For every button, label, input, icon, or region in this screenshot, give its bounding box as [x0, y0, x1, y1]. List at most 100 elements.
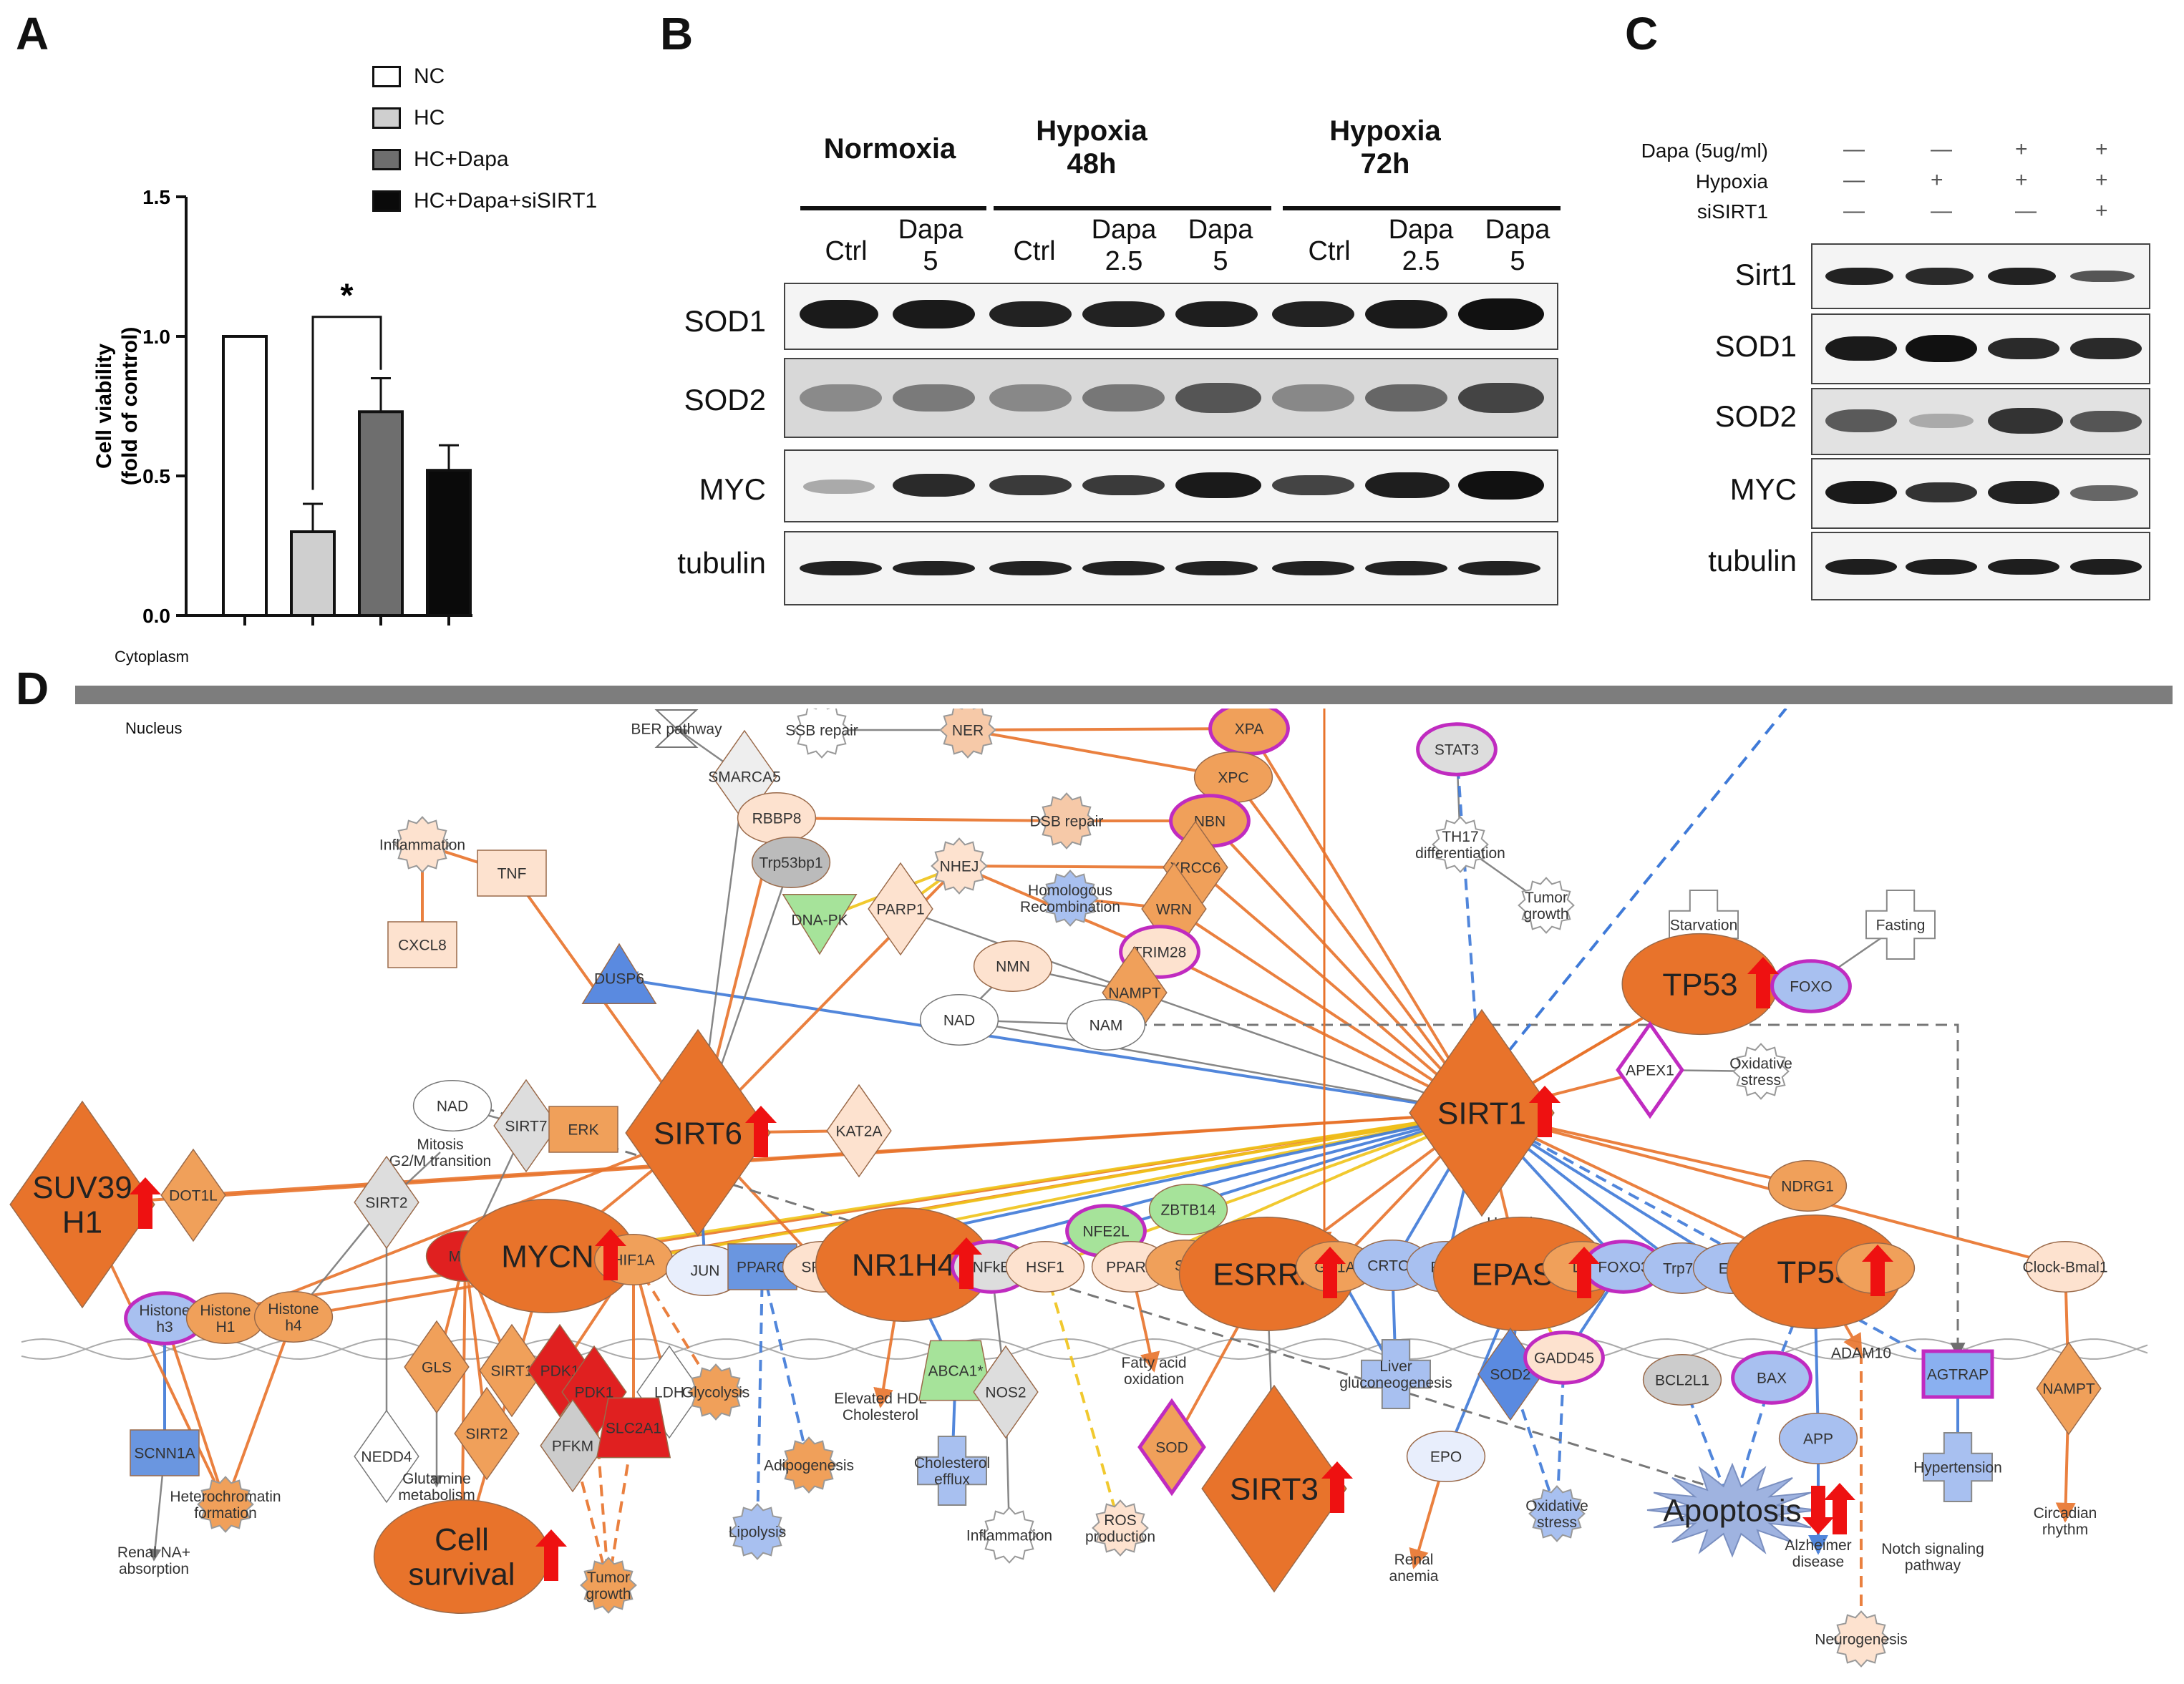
- edge-sirt1-agtrap: [1481, 1111, 1960, 1376]
- edge-rbbp8-dsb: [776, 810, 1069, 831]
- condition-mark: —: [1843, 199, 1865, 223]
- node-label-line: gluconeogenesis: [1339, 1375, 1452, 1391]
- node-ssb: SSB repair: [785, 709, 858, 759]
- node-label-line: G2/M transition: [389, 1153, 491, 1169]
- node-xpa: XPA: [1208, 709, 1290, 756]
- band: [2070, 485, 2138, 501]
- node-abca1: ABCA1*: [918, 1340, 994, 1401]
- node-clock: Clock-Bmal1: [2022, 1241, 2108, 1293]
- band: [1458, 561, 1540, 575]
- node-esrra: ESRRA: [1178, 1217, 1356, 1331]
- node-label: Inflammation: [966, 1527, 1052, 1544]
- band: [1909, 414, 1974, 428]
- node-label-line: Hypertension: [1913, 1459, 2002, 1476]
- node-shape: [479, 1323, 545, 1418]
- edge-pparg-adipogenesis: [761, 1266, 815, 1467]
- node-label: Trp73: [1663, 1260, 1702, 1277]
- node-shape: [751, 837, 831, 888]
- node-renalna: Renal NA+absorption: [117, 1544, 190, 1577]
- up-arrow-icon: [951, 1237, 982, 1289]
- node-label: XPC: [1218, 769, 1248, 786]
- lane-label: Ctrl: [1308, 236, 1351, 266]
- panel-label-b: B: [660, 8, 694, 59]
- legend-swatch: [372, 107, 401, 129]
- node-shape: [973, 940, 1053, 992]
- group-rule: [800, 206, 986, 210]
- band: [893, 561, 975, 575]
- node-label: NER: [952, 722, 984, 739]
- node-label-line: SIRT7: [505, 1118, 547, 1134]
- node-fasting: Fasting: [1865, 890, 1936, 960]
- node-hypertension: Hypertension: [1913, 1432, 2002, 1502]
- node-nbn: NBN: [1169, 794, 1251, 848]
- blot-myc: [784, 449, 1558, 522]
- node-label-line: NAMPT: [2042, 1381, 2095, 1397]
- node-label-line: oxidation: [1124, 1371, 1184, 1388]
- condition-label: Dapa (5ug/ml): [1641, 140, 1768, 162]
- node-label: PDK1: [540, 1363, 580, 1379]
- node-shape: [130, 1429, 200, 1476]
- band: [1082, 384, 1165, 412]
- node-shape: [981, 1507, 1038, 1564]
- node-label-line: MYCN: [501, 1239, 594, 1274]
- node-shape: [919, 994, 999, 1046]
- node-sirt2a: SIRT2: [354, 1155, 419, 1250]
- node-shape: [1865, 890, 1936, 960]
- group-rule: [994, 206, 1271, 210]
- node-label: Lipolysis: [729, 1524, 787, 1540]
- legend-item-hc-dapa: HC+Dapa: [372, 147, 509, 172]
- node-tp53a: TP53: [1621, 933, 1779, 1036]
- node-label-line: ROS: [1104, 1512, 1137, 1529]
- legend-swatch: [372, 66, 401, 87]
- node-shape: [729, 1503, 786, 1560]
- node-label-line: GADD45: [1534, 1350, 1594, 1366]
- band: [2070, 411, 2142, 432]
- node-label-line: Cell: [435, 1522, 489, 1557]
- node-label: SOD: [1155, 1439, 1188, 1456]
- edge-sirt1-wrn: [1172, 907, 1483, 1114]
- edge-sirt6-histh1: [223, 1131, 699, 1321]
- node-sod: SOD: [1137, 1398, 1206, 1496]
- node-label: DSB repair: [1030, 813, 1104, 829]
- node-label: BCL2L1: [1655, 1372, 1709, 1388]
- band: [1825, 336, 1897, 361]
- legend-label: HC: [414, 106, 445, 130]
- node-label-line: CRTC2: [1367, 1257, 1417, 1274]
- node-label: SIRT6: [654, 1116, 742, 1151]
- node-label-line: NAMPT: [1108, 985, 1161, 1001]
- node-label: ADAM10: [1831, 1345, 1891, 1361]
- node-label-line: NFE2L: [1082, 1223, 1129, 1240]
- node-shape: [1767, 1160, 1848, 1212]
- node-label: Neurogenesis: [1815, 1631, 1908, 1648]
- lane-label: Dapa 2.5: [1091, 215, 1157, 276]
- node-label-line: DSB repair: [1030, 813, 1104, 829]
- blot-row-label: Sirt1: [1734, 258, 1797, 291]
- significance-star: *: [341, 277, 354, 314]
- node-label-line: SIRT6: [654, 1116, 742, 1151]
- node-shape: [782, 894, 858, 955]
- band: [2070, 338, 2142, 359]
- node-label-line: TRIM28: [1133, 944, 1187, 960]
- node-shape: [625, 1028, 771, 1237]
- node-label-line: HIF1A: [612, 1252, 655, 1268]
- blot-row-label: SOD1: [684, 304, 766, 338]
- node-label-line: SIRT3: [1230, 1471, 1319, 1507]
- node-label-line: SUV39: [32, 1170, 132, 1205]
- blot-row-label: tubulin: [1708, 544, 1797, 578]
- node-label-line: Trp53bp1: [759, 855, 822, 871]
- node-label: PFKM: [552, 1438, 593, 1454]
- node-label-line: NAD: [437, 1098, 468, 1114]
- node-label: SMARCA5: [708, 769, 781, 785]
- node-label-line: Alzheimer: [1785, 1537, 1851, 1554]
- band: [1825, 409, 1897, 432]
- node-nos2: NOS2: [973, 1345, 1039, 1439]
- band: [989, 384, 1072, 412]
- node-label: PARP1: [876, 901, 924, 918]
- node-label: PPARG: [737, 1259, 788, 1275]
- node-label: SIRT7: [505, 1118, 547, 1134]
- node-label-line: Histone: [268, 1301, 319, 1318]
- y-tick-label: 0.0: [142, 605, 170, 627]
